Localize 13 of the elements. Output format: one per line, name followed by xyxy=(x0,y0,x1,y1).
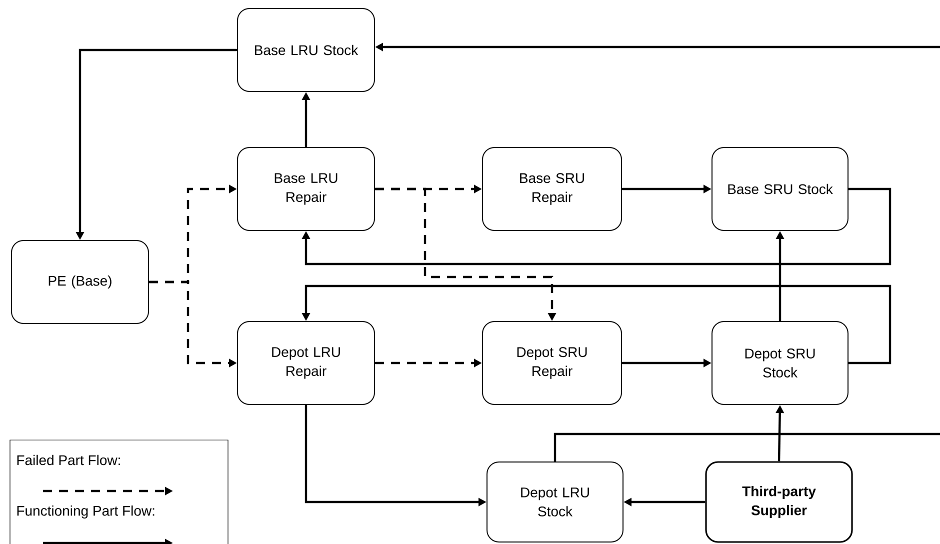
process-box: Base LRU Repair xyxy=(237,147,375,231)
process-box: Base SRU Repair xyxy=(482,147,622,231)
process-box: PE (Base) xyxy=(11,240,149,324)
process-box: Base LRU Stock xyxy=(237,8,375,92)
legend-text: Functioning Part Flow: xyxy=(17,505,154,519)
legend-text: Failed Part Flow: xyxy=(17,454,120,466)
arrow xyxy=(302,188,892,266)
process-box: Depot LRU Repair xyxy=(237,321,375,405)
process-box: Depot SRU Repair xyxy=(482,321,622,405)
process-box: Third-party Supplier xyxy=(705,461,853,543)
process-box: Depot SRU Stock xyxy=(712,321,848,405)
process-box: Base SRU Stock xyxy=(712,147,848,231)
process-box: Depot LRU Stock xyxy=(486,462,624,542)
